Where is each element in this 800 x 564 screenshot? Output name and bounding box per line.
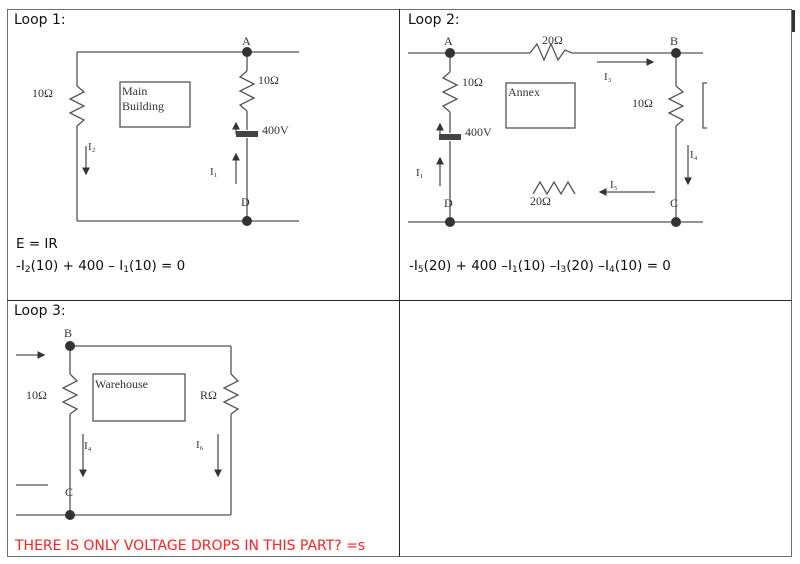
loop3-left-resistor-icon xyxy=(61,373,79,415)
loop3-node-b xyxy=(65,341,75,351)
loop3-right-resistor-label: RΩ xyxy=(200,388,217,402)
loop3-i4-label: I₄ xyxy=(84,440,92,452)
loop1-node-d-label: D xyxy=(241,195,250,209)
loop2-right-resistor-label: 10Ω xyxy=(632,96,653,110)
loop2-i4-label: I₄ xyxy=(690,149,698,161)
loop2-i1-label: I₁ xyxy=(416,167,424,179)
loop1-node-d xyxy=(242,216,252,226)
loop1-left-resistor-icon xyxy=(68,85,86,127)
loop3-node-c xyxy=(65,510,75,520)
loop2-left-resistor-icon xyxy=(441,71,459,113)
loop2-i5-label: I₅ xyxy=(610,179,618,191)
loop3-left-resistor-label: 10Ω xyxy=(26,388,47,402)
loop2-circuit xyxy=(408,42,707,223)
loop1-i1-label: I₁ xyxy=(210,166,218,178)
loop1-title: Loop 1: xyxy=(14,12,66,28)
loop1-right-resistor-label: 10Ω xyxy=(258,73,279,87)
annex-box xyxy=(505,82,576,129)
column-divider xyxy=(399,9,400,557)
loop2-node-b xyxy=(671,48,681,58)
loop2-battery-icon xyxy=(439,134,461,140)
loop3-node-c-label: C xyxy=(65,485,73,499)
main-building-label: Main xyxy=(122,84,147,98)
loop2-title: Loop 2: xyxy=(408,12,460,28)
loop2-top-resistor-label: 20Ω xyxy=(542,33,563,47)
warehouse-label: Warehouse xyxy=(95,377,148,391)
loop2-top-resistor-icon xyxy=(529,42,573,62)
loop1-circuit xyxy=(68,51,299,222)
loop3-title: Loop 3: xyxy=(14,303,66,319)
loop1-ohms-law: E = IR xyxy=(16,236,58,252)
loop1-i2-label: I₂ xyxy=(88,141,96,153)
loop2-node-a xyxy=(445,48,455,58)
loop2-right-resistor-icon xyxy=(667,85,685,127)
loop2-node-c xyxy=(671,217,681,227)
loop1-battery-icon xyxy=(236,131,258,137)
loop1-right-resistor-icon xyxy=(238,70,256,112)
loop2-bottom-resistor-label: 20Ω xyxy=(530,194,551,208)
main-building-label-2: Building xyxy=(122,99,164,113)
loop3-circuit xyxy=(16,345,240,516)
loop1-source-label: 400V xyxy=(262,123,289,137)
warehouse-box xyxy=(92,373,186,422)
loop2-kvl-equation: -I5(20) + 400 –I1(10) –I3(20) –I4(10) = … xyxy=(409,258,671,275)
loop1-left-resistor-label: 10Ω xyxy=(32,86,53,100)
text-cursor xyxy=(792,10,795,32)
loop2-node-d xyxy=(445,217,455,227)
loop2-bottom-resistor-icon xyxy=(532,180,576,196)
main-building-box xyxy=(119,81,191,128)
row-divider xyxy=(7,300,792,301)
annex-label: Annex xyxy=(508,85,540,99)
loop3-question-note: THERE IS ONLY VOLTAGE DROPS IN THIS PART… xyxy=(15,538,366,554)
loop1-node-a-label: A xyxy=(242,34,251,48)
loop1-kvl-equation: -I2(10) + 400 – I1(10) = 0 xyxy=(16,258,186,275)
loop2-i3-label: I₃ xyxy=(604,71,612,83)
loop2-node-d-label: D xyxy=(444,196,453,210)
loop2-left-resistor-label: 10Ω xyxy=(462,75,483,89)
loop3-i6-label: I₆ xyxy=(196,439,204,451)
loop1-node-a xyxy=(242,47,252,57)
loop2-node-a-label: A xyxy=(444,34,453,48)
loop2-source-label: 400V xyxy=(465,125,492,139)
loop3-node-b-label: B xyxy=(64,326,72,340)
loop2-node-b-label: B xyxy=(670,34,678,48)
loop2-node-c-label: C xyxy=(670,196,678,210)
loop3-right-resistor-icon xyxy=(222,373,240,415)
